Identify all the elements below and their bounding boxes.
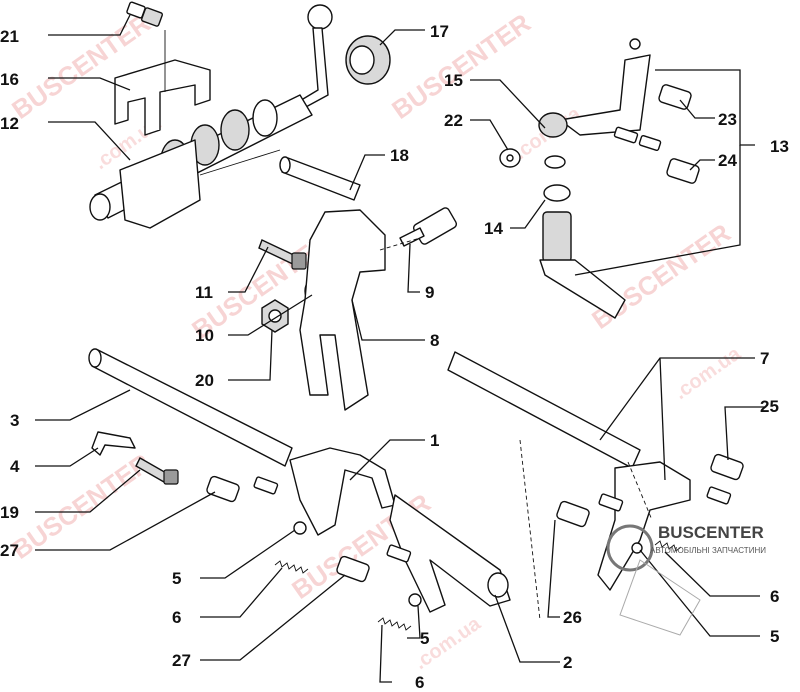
callout-9: 9 [425,283,434,302]
callout-6: 6 [415,673,424,692]
watermark-text: BUSCENTER [386,7,536,125]
part-spring-6 [274,560,309,574]
callout-21: 21 [0,27,19,46]
logo-tagline: АВТОМОБІЛЬНІ ЗАПЧАСТИНИ [650,546,766,555]
callout-15: 15 [444,71,463,90]
part-pin-18 [279,156,361,201]
part-shaft-3 [88,348,293,467]
callout-23: 23 [718,110,737,129]
car-silhouette-icon [619,559,701,636]
callout-20: 20 [195,371,214,390]
callout-5: 5 [172,569,181,588]
part-pin-26 [556,493,624,528]
part-clip-4 [91,431,136,456]
callout-labels: 21 16 12 17 15 22 23 24 13 18 14 11 9 10… [0,22,789,692]
callout-5: 5 [420,629,429,648]
part-nut-20 [261,299,289,333]
watermark-text: BUSCENTER [6,7,156,125]
callout-19: 19 [0,503,19,522]
part-spring-6 [654,540,682,552]
callout-14: 14 [484,219,503,238]
alignment-lines [379,237,653,621]
callout-8: 8 [430,331,439,350]
part-ball-5 [631,542,643,554]
callout-7: 7 [760,349,769,368]
part-ball-5 [408,593,422,607]
watermark-domain: .com.ua [670,342,745,404]
leader-lines [35,14,765,683]
callout-13: 13 [770,137,789,156]
callout-2: 2 [563,653,572,672]
part-spring-23-24 [613,126,662,152]
part-pin-27 [206,475,279,503]
part-pin-25 [706,453,744,505]
part-lever-shaft-12 [89,4,333,229]
part-screw-11 [258,239,307,270]
logo-brand-text: BUSCENTER [658,523,764,542]
part-spring-6 [377,617,412,631]
part-bracket-16 [114,30,211,136]
part-shaft-fork-7 [447,351,691,591]
callout-17: 17 [430,22,449,41]
callout-24: 24 [718,151,737,170]
part-bolt-21 [126,1,163,27]
part-fork-1 [289,447,396,536]
callout-4: 4 [10,457,20,476]
callout-22: 22 [444,111,463,130]
callout-16: 16 [0,70,19,89]
callout-27: 27 [172,651,191,670]
callout-25: 25 [760,397,779,416]
part-fork-2 [389,494,511,613]
part-selector-13 [538,38,651,319]
part-pin-24 [666,158,700,184]
callout-3: 3 [10,411,19,430]
part-pin-23 [658,84,692,110]
part-plunger-9 [399,207,458,247]
logo-ring-icon [606,524,654,572]
part-washer-22 [499,148,521,168]
callout-10: 10 [195,326,214,345]
part-ball-5 [293,521,307,535]
part-bushing-17 [345,35,391,85]
part-plate-8 [299,209,386,411]
callout-27: 27 [0,541,19,560]
callout-6: 6 [770,587,779,606]
callout-11: 11 [195,283,213,302]
callout-5: 5 [770,627,779,646]
callout-6: 6 [172,608,181,627]
part-bolt-19 [135,457,179,485]
callout-18: 18 [390,146,409,165]
callout-26: 26 [563,608,582,627]
watermark-text: BUSCENTER [586,217,736,335]
callout-12: 12 [0,114,19,133]
brand-logo: BUSCENTER АВТОМОБІЛЬНІ ЗАПЧАСТИНИ [606,523,766,636]
callout-1: 1 [430,431,439,450]
watermark-text: BUSCENTER [6,447,156,565]
